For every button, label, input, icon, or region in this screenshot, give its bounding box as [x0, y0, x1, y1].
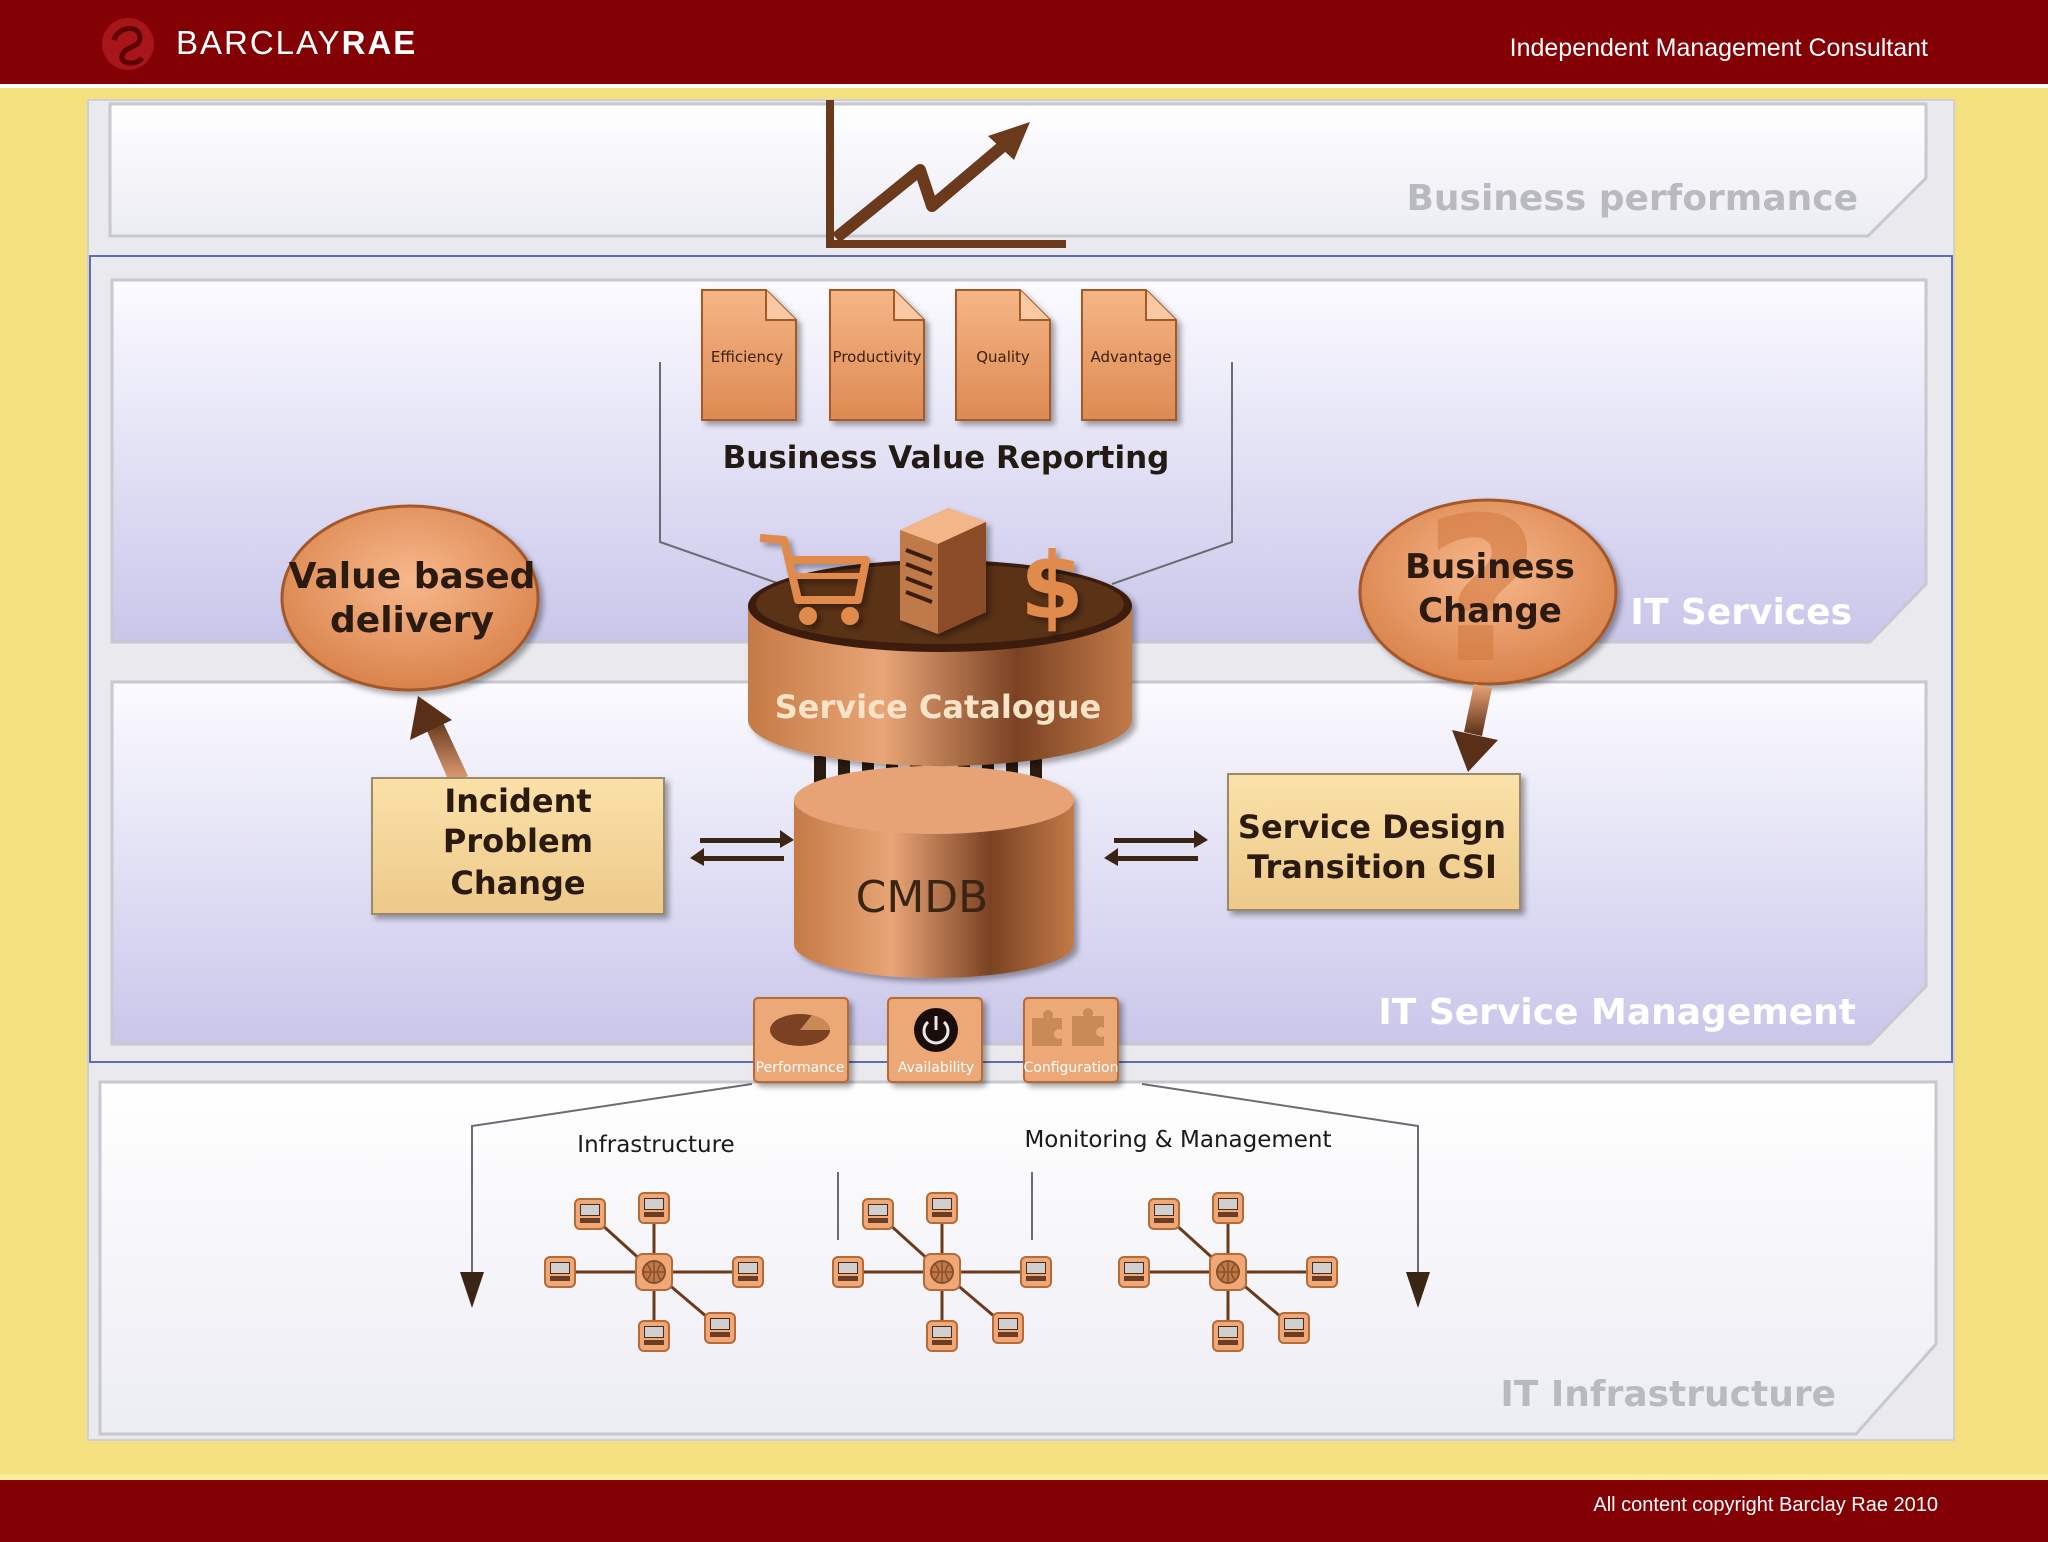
report-doc-advantage — [1081, 289, 1177, 421]
computer-icon — [544, 1256, 576, 1288]
report-label-efficiency: Efficiency — [711, 348, 783, 366]
incident-box-line2: Problem — [443, 822, 593, 860]
business-performance-label: Business performance — [1406, 178, 1858, 219]
computer-icon — [1148, 1198, 1180, 1230]
logo-swirl-icon — [102, 18, 154, 70]
footer-copyright: All content copyright Barclay Rae 2010 — [1593, 1494, 1938, 1516]
tool-availability — [887, 997, 983, 1083]
design-box-line1: Service Design — [1238, 808, 1506, 846]
computer-icon — [832, 1256, 864, 1288]
cmdb-cylinder — [794, 766, 1074, 978]
value-based-delivery-oval — [280, 504, 540, 692]
tool-label-configuration: Configuration — [1024, 1060, 1119, 1076]
computer-icon — [926, 1192, 958, 1224]
question-mark-icon: ? — [1424, 475, 1540, 708]
dollar-icon: $ — [1020, 533, 1084, 640]
computer-icon — [704, 1312, 736, 1344]
it-service-management-label: IT Service Management — [1378, 992, 1856, 1033]
it-infrastructure-label: IT Infrastructure — [1500, 1374, 1836, 1415]
report-doc-efficiency — [701, 289, 797, 421]
report-label-quality: Quality — [976, 348, 1030, 366]
tool-label-performance: Performance — [756, 1060, 845, 1076]
infrastructure-label: Infrastructure — [577, 1132, 734, 1158]
computer-icon — [638, 1320, 670, 1352]
incident-box-line3: Change — [450, 864, 585, 902]
header-tagline: Independent Management Consultant — [1509, 34, 1928, 62]
computer-icon — [1212, 1320, 1244, 1352]
globe-icon — [1209, 1253, 1247, 1291]
value-based-delivery-line2: delivery — [330, 600, 494, 641]
infrastructure-arrow-right — [1406, 1272, 1430, 1308]
globe-icon — [635, 1253, 673, 1291]
service-catalogue-label: Service Catalogue — [775, 688, 1101, 726]
it-services-frame — [89, 255, 1953, 1063]
it-infrastructure-band — [98, 1080, 1938, 1436]
shopping-cart-icon — [759, 534, 870, 625]
computer-icon — [638, 1192, 670, 1224]
report-label-advantage: Advantage — [1091, 348, 1172, 366]
puzzle-icon — [1032, 1008, 1104, 1046]
infrastructure-bracket — [471, 1083, 1419, 1300]
report-label-productivity: Productivity — [833, 348, 922, 366]
arrow-down-to-design-box — [1452, 684, 1498, 772]
globe-icon — [923, 1253, 961, 1291]
computer-icon — [1278, 1312, 1310, 1344]
computer-icon — [1020, 1256, 1052, 1288]
tool-configuration — [1023, 997, 1119, 1083]
business-change-oval — [1358, 498, 1618, 686]
brand-logo: BARCLAYRAE — [176, 24, 417, 62]
arrow-up-to-value-delivery — [410, 696, 468, 784]
incident-problem-change-box — [371, 777, 665, 915]
exchange-arrows-left — [690, 830, 794, 866]
network-cluster-2 — [832, 1192, 1052, 1352]
footer-bar: All content copyright Barclay Rae 2010 — [0, 1474, 2048, 1542]
business-change-line1: Business — [1405, 547, 1575, 587]
network-cluster-1 — [544, 1192, 764, 1352]
computer-icon — [574, 1198, 606, 1230]
tool-label-availability: Availability — [898, 1060, 974, 1076]
server-icon — [900, 508, 986, 634]
computer-icon — [1212, 1192, 1244, 1224]
computer-icon — [992, 1312, 1024, 1344]
brand-name-left: BARCLAY — [176, 24, 342, 61]
infrastructure-arrow-left — [460, 1272, 484, 1308]
computer-icon — [862, 1198, 894, 1230]
report-bracket — [659, 362, 1233, 585]
design-box-line2: Transition CSI — [1247, 848, 1497, 886]
report-doc-productivity — [829, 289, 925, 421]
tool-performance — [753, 997, 849, 1083]
service-design-box — [1227, 773, 1521, 911]
computer-icon — [1306, 1256, 1338, 1288]
network-cluster-3 — [1118, 1192, 1338, 1352]
computer-icon — [926, 1320, 958, 1352]
rising-chart-icon — [826, 100, 1066, 248]
computer-icon — [1118, 1256, 1150, 1288]
incident-box-line1: Incident — [444, 782, 591, 820]
business-performance-band — [108, 102, 1928, 238]
business-change-line2: Change — [1418, 591, 1562, 631]
brand-name-right: RAE — [341, 24, 418, 61]
header-bar: BARCLAYRAE Independent Management Consul… — [0, 0, 2048, 88]
it-services-label: IT Services — [1630, 592, 1852, 633]
cmdb-label: CMDB — [856, 872, 989, 923]
report-doc-quality — [955, 289, 1051, 421]
monitoring-management-label: Monitoring & Management — [1024, 1127, 1331, 1153]
exchange-arrows-right — [1104, 830, 1208, 866]
business-value-reporting-title: Business Value Reporting — [723, 440, 1170, 476]
computer-icon — [732, 1256, 764, 1288]
value-based-delivery-line1: Value based — [289, 556, 536, 597]
